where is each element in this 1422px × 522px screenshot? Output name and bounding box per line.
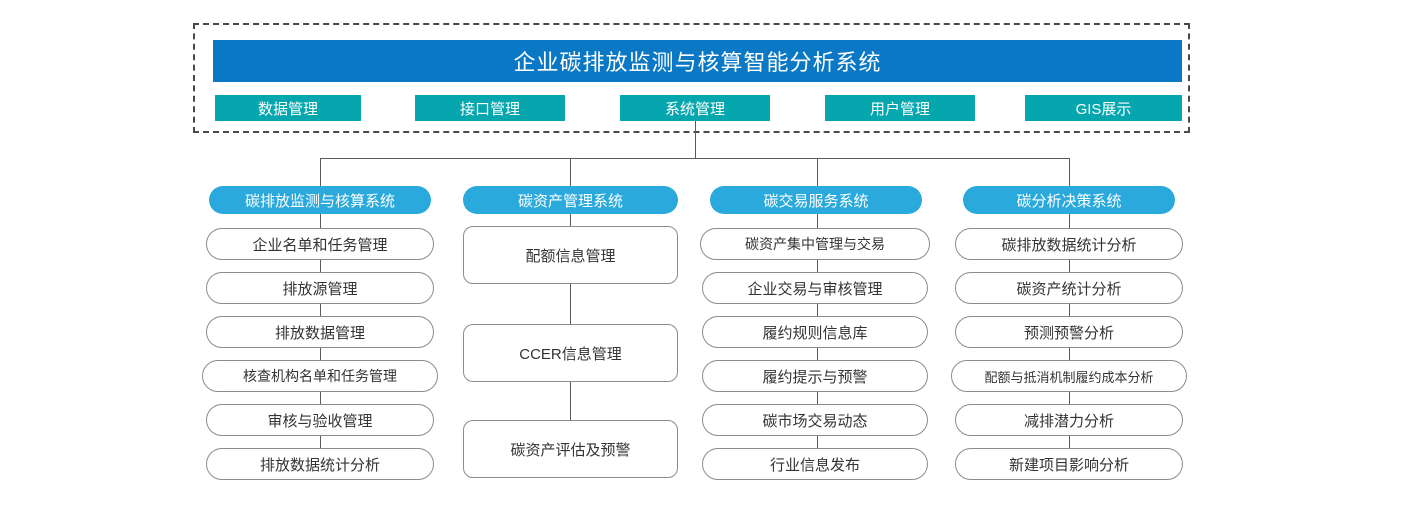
- node-col2-item-0[interactable]: 配额信息管理: [463, 226, 678, 284]
- node-col1-item-2[interactable]: 排放数据管理: [206, 316, 434, 348]
- connector-col3-seg-5: [817, 436, 818, 448]
- platform-frame: [193, 23, 1190, 133]
- column-3-header[interactable]: 碳交易服务系统: [710, 186, 922, 214]
- connector-bus-horizontal: [320, 158, 1070, 159]
- connector-col4-seg-3: [1069, 348, 1070, 360]
- connector-col3-seg-3: [817, 348, 818, 360]
- connector-col4-seg-2: [1069, 304, 1070, 316]
- node-col2-item-2[interactable]: 碳资产评估及预警: [463, 420, 678, 478]
- node-col1-item-0[interactable]: 企业名单和任务管理: [206, 228, 434, 260]
- connector-col3-seg-1: [817, 260, 818, 272]
- connector-col4-seg-1: [1069, 260, 1070, 272]
- connector-col1-seg-1: [320, 260, 321, 272]
- node-col3-item-2[interactable]: 履约规则信息库: [702, 316, 928, 348]
- node-col2-item-1[interactable]: CCER信息管理: [463, 324, 678, 382]
- node-col1-item-4[interactable]: 审核与验收管理: [206, 404, 434, 436]
- connector-drop-column-4: [1069, 158, 1070, 186]
- connector-col2-seg-0: [570, 214, 571, 226]
- connector-drop-column-2: [570, 158, 571, 186]
- node-col1-item-3[interactable]: 核查机构名单和任务管理: [202, 360, 438, 392]
- connector-col2-seg-2: [570, 382, 571, 420]
- node-col3-item-1[interactable]: 企业交易与审核管理: [702, 272, 928, 304]
- node-col3-item-4[interactable]: 碳市场交易动态: [702, 404, 928, 436]
- node-col4-item-5[interactable]: 新建项目影响分析: [955, 448, 1183, 480]
- node-col4-item-1[interactable]: 碳资产统计分析: [955, 272, 1183, 304]
- node-col3-item-3[interactable]: 履约提示与预警: [702, 360, 928, 392]
- nav-button-data-management[interactable]: 数据管理: [215, 95, 361, 121]
- connector-col1-seg-3: [320, 348, 321, 360]
- nav-button-interface-management[interactable]: 接口管理: [415, 95, 565, 121]
- connector-drop-column-3: [817, 158, 818, 186]
- connector-col1-seg-0: [320, 214, 321, 228]
- connector-col1-seg-4: [320, 392, 321, 404]
- node-col4-item-2[interactable]: 预测预警分析: [955, 316, 1183, 348]
- connector-col4-seg-0: [1069, 214, 1070, 228]
- connector-col1-seg-2: [320, 304, 321, 316]
- node-col4-item-4[interactable]: 减排潜力分析: [955, 404, 1183, 436]
- node-col1-item-5[interactable]: 排放数据统计分析: [206, 448, 434, 480]
- column-4-header[interactable]: 碳分析决策系统: [963, 186, 1175, 214]
- nav-button-user-management[interactable]: 用户管理: [825, 95, 975, 121]
- connector-col1-seg-5: [320, 436, 321, 448]
- node-col3-item-0[interactable]: 碳资产集中管理与交易: [700, 228, 930, 260]
- nav-button-system-management[interactable]: 系统管理: [620, 95, 770, 121]
- connector-col4-seg-4: [1069, 392, 1070, 404]
- system-title-banner: 企业碳排放监测与核算智能分析系统: [213, 40, 1182, 82]
- connector-col3-seg-2: [817, 304, 818, 316]
- node-col4-item-3[interactable]: 配额与抵消机制履约成本分析: [951, 360, 1187, 392]
- connector-trunk-vertical: [695, 121, 696, 158]
- connector-col3-seg-4: [817, 392, 818, 404]
- nav-button-gis-display[interactable]: GIS展示: [1025, 95, 1182, 121]
- connector-col4-seg-5: [1069, 436, 1070, 448]
- connector-col3-seg-0: [817, 214, 818, 228]
- connector-col2-seg-1: [570, 284, 571, 324]
- node-col3-item-5[interactable]: 行业信息发布: [702, 448, 928, 480]
- node-col4-item-0[interactable]: 碳排放数据统计分析: [955, 228, 1183, 260]
- connector-drop-column-1: [320, 158, 321, 186]
- column-2-header[interactable]: 碳资产管理系统: [463, 186, 678, 214]
- node-col1-item-1[interactable]: 排放源管理: [206, 272, 434, 304]
- column-1-header[interactable]: 碳排放监测与核算系统: [209, 186, 431, 214]
